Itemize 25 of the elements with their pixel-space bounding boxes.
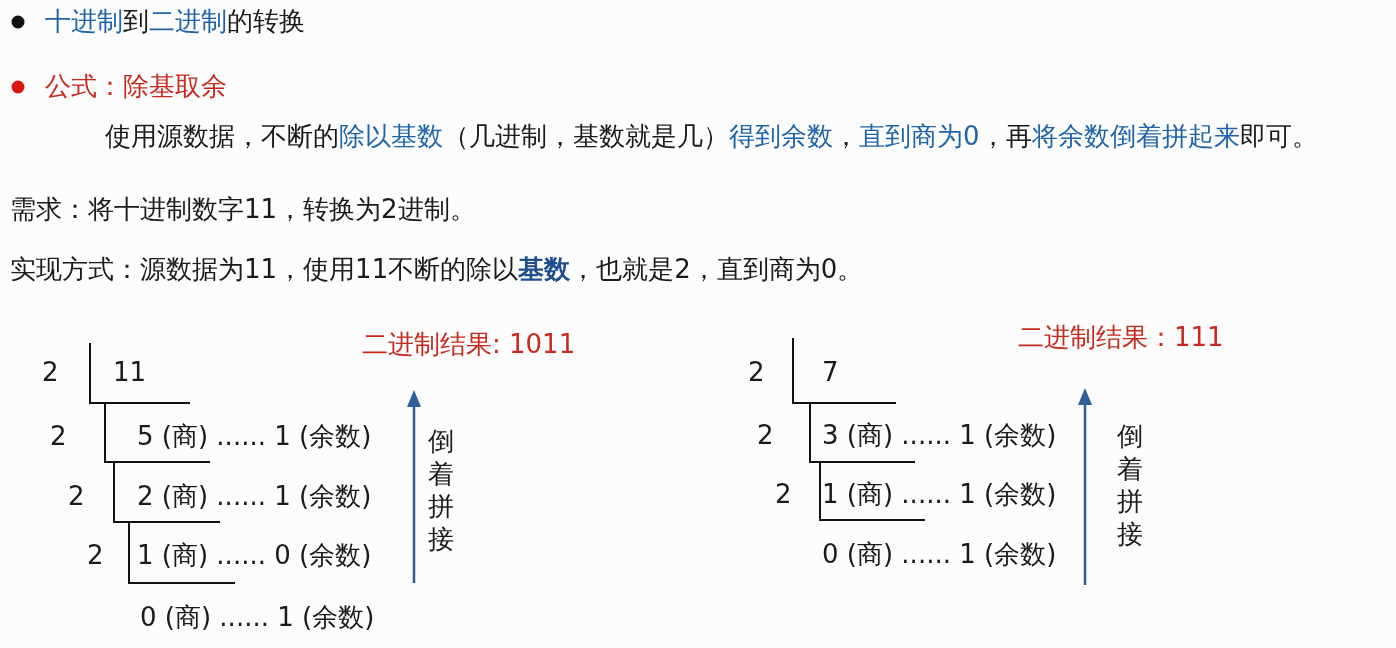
dividend-number: 11 bbox=[113, 357, 147, 389]
description-text: 使用源数据，不断的除以基数（几进制，基数就是几）得到余数，直到商为0，再将余数倒着拼起来即可。 bbox=[105, 121, 1318, 153]
quotient-remainder-row: 0 (商) ...... 1 (余数) bbox=[822, 539, 1057, 571]
quotient-remainder-row: 2 (商) ...... 1 (余数) bbox=[137, 481, 372, 513]
quotient-remainder-row: 1 (商) ...... 0 (余数) bbox=[137, 540, 372, 572]
divisor-number: 2 bbox=[748, 357, 765, 389]
dividend-number: 7 bbox=[822, 357, 839, 389]
divisor-number: 2 bbox=[87, 540, 104, 572]
result-label: 二进制结果: 1011 bbox=[362, 329, 576, 361]
divisor-number: 2 bbox=[757, 420, 774, 452]
vertical-note: 倒着拼接 bbox=[428, 425, 455, 555]
quotient-remainder-row: 0 (商) ...... 1 (余数) bbox=[140, 602, 375, 634]
quotient-remainder-row: 1 (商) ...... 1 (余数) bbox=[822, 479, 1057, 511]
requirement-text: 需求：将十进制数字11，转换为2进制。 bbox=[10, 194, 476, 226]
method-text: 实现方式：源数据为11，使用11不断的除以基数，也就是2，直到商为0。 bbox=[10, 254, 864, 286]
divisor-number: 2 bbox=[42, 357, 59, 389]
heading-text: 十进制到二进制的转换 bbox=[45, 6, 305, 38]
divisor-number: 2 bbox=[50, 421, 67, 453]
divisor-number: 2 bbox=[775, 479, 792, 511]
formula-heading: 公式：除基取余 bbox=[45, 71, 227, 103]
vertical-note: 倒着拼接 bbox=[1117, 420, 1144, 550]
result-label: 二进制结果：111 bbox=[1018, 322, 1224, 354]
divisor-number: 2 bbox=[68, 481, 85, 513]
quotient-remainder-row: 3 (商) ...... 1 (余数) bbox=[822, 420, 1057, 452]
quotient-remainder-row: 5 (商) ...... 1 (余数) bbox=[137, 421, 372, 453]
